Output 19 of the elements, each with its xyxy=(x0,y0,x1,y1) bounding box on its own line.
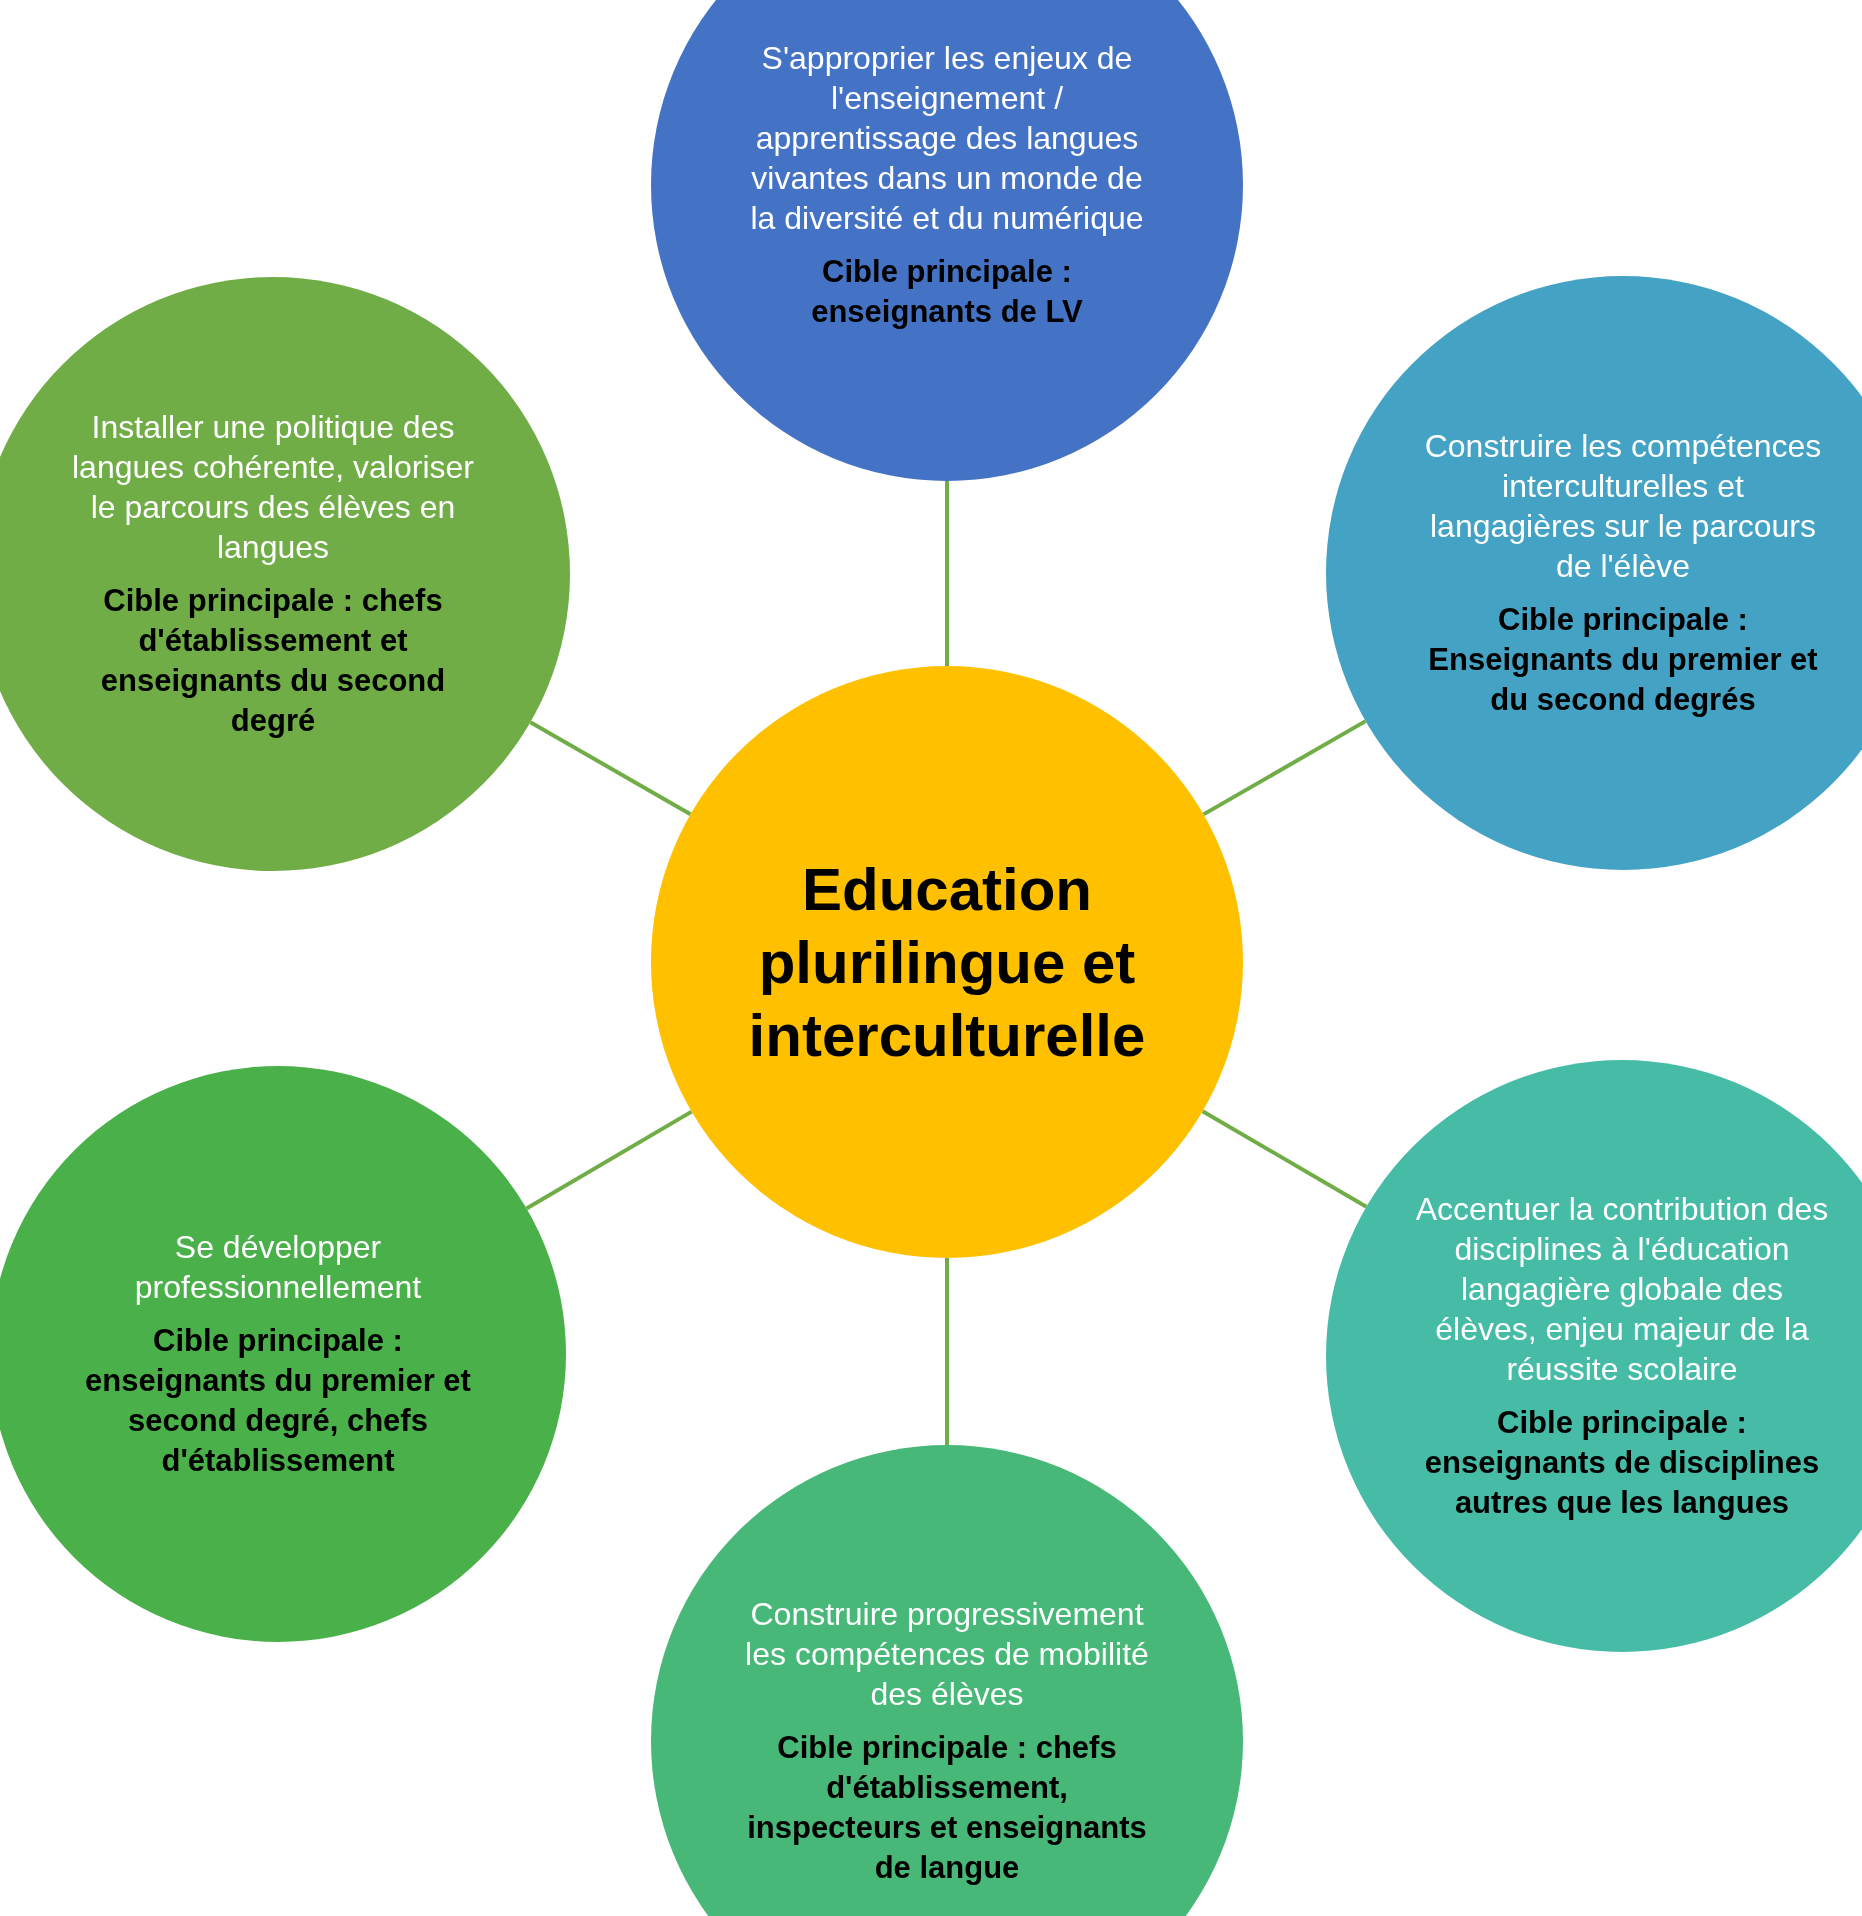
connector-line xyxy=(945,481,949,666)
topic-text: Construire les compétences interculturelles et langagières sur le parcours de l'élève xyxy=(1423,427,1823,586)
target-audience-text: Cible principale : chefs d'établissement et enseignants du second degré xyxy=(99,582,447,740)
connector-line xyxy=(1201,1109,1368,1209)
target-audience-text: Cible principale : enseignants de disciplines autres que les langues xyxy=(1423,1404,1821,1522)
central-title: Education plurilingue et interculturelle xyxy=(747,854,1147,1071)
connector-line xyxy=(1202,719,1367,817)
target-audience-text: Cible principale : chefs d'établissement, inspecteurs et enseignants de langue xyxy=(746,1729,1148,1887)
topic-text: Se développer professionnellement xyxy=(133,1228,423,1307)
target-audience-text: Cible principale : Enseignants du premier et du second degrés xyxy=(1427,601,1819,719)
topic-text: Installer une politique des langues cohérente, valoriser le parcours des élèves en langues xyxy=(71,408,475,567)
target-audience-text: Cible principale : enseignants de LV xyxy=(810,253,1084,331)
connector-line xyxy=(945,1258,949,1445)
topic-text: S'approprier les enjeux de l'enseignement / apprentissage des langues vivantes dans un monde de la diversité et du numérique xyxy=(749,39,1145,238)
topic-text: Accentuer la contribution des disciplines à l'éducation langagière globale des élèves, enjeu majeur de la réussite scolaire xyxy=(1414,1190,1830,1389)
connector-line xyxy=(525,1109,693,1211)
target-audience-text: Cible principale : enseignants du premier et second degré, chefs d'établissement xyxy=(84,1322,472,1480)
connector-line xyxy=(529,720,692,817)
topic-text: Construire progressivement les compétences de mobilité des élèves xyxy=(744,1595,1150,1714)
